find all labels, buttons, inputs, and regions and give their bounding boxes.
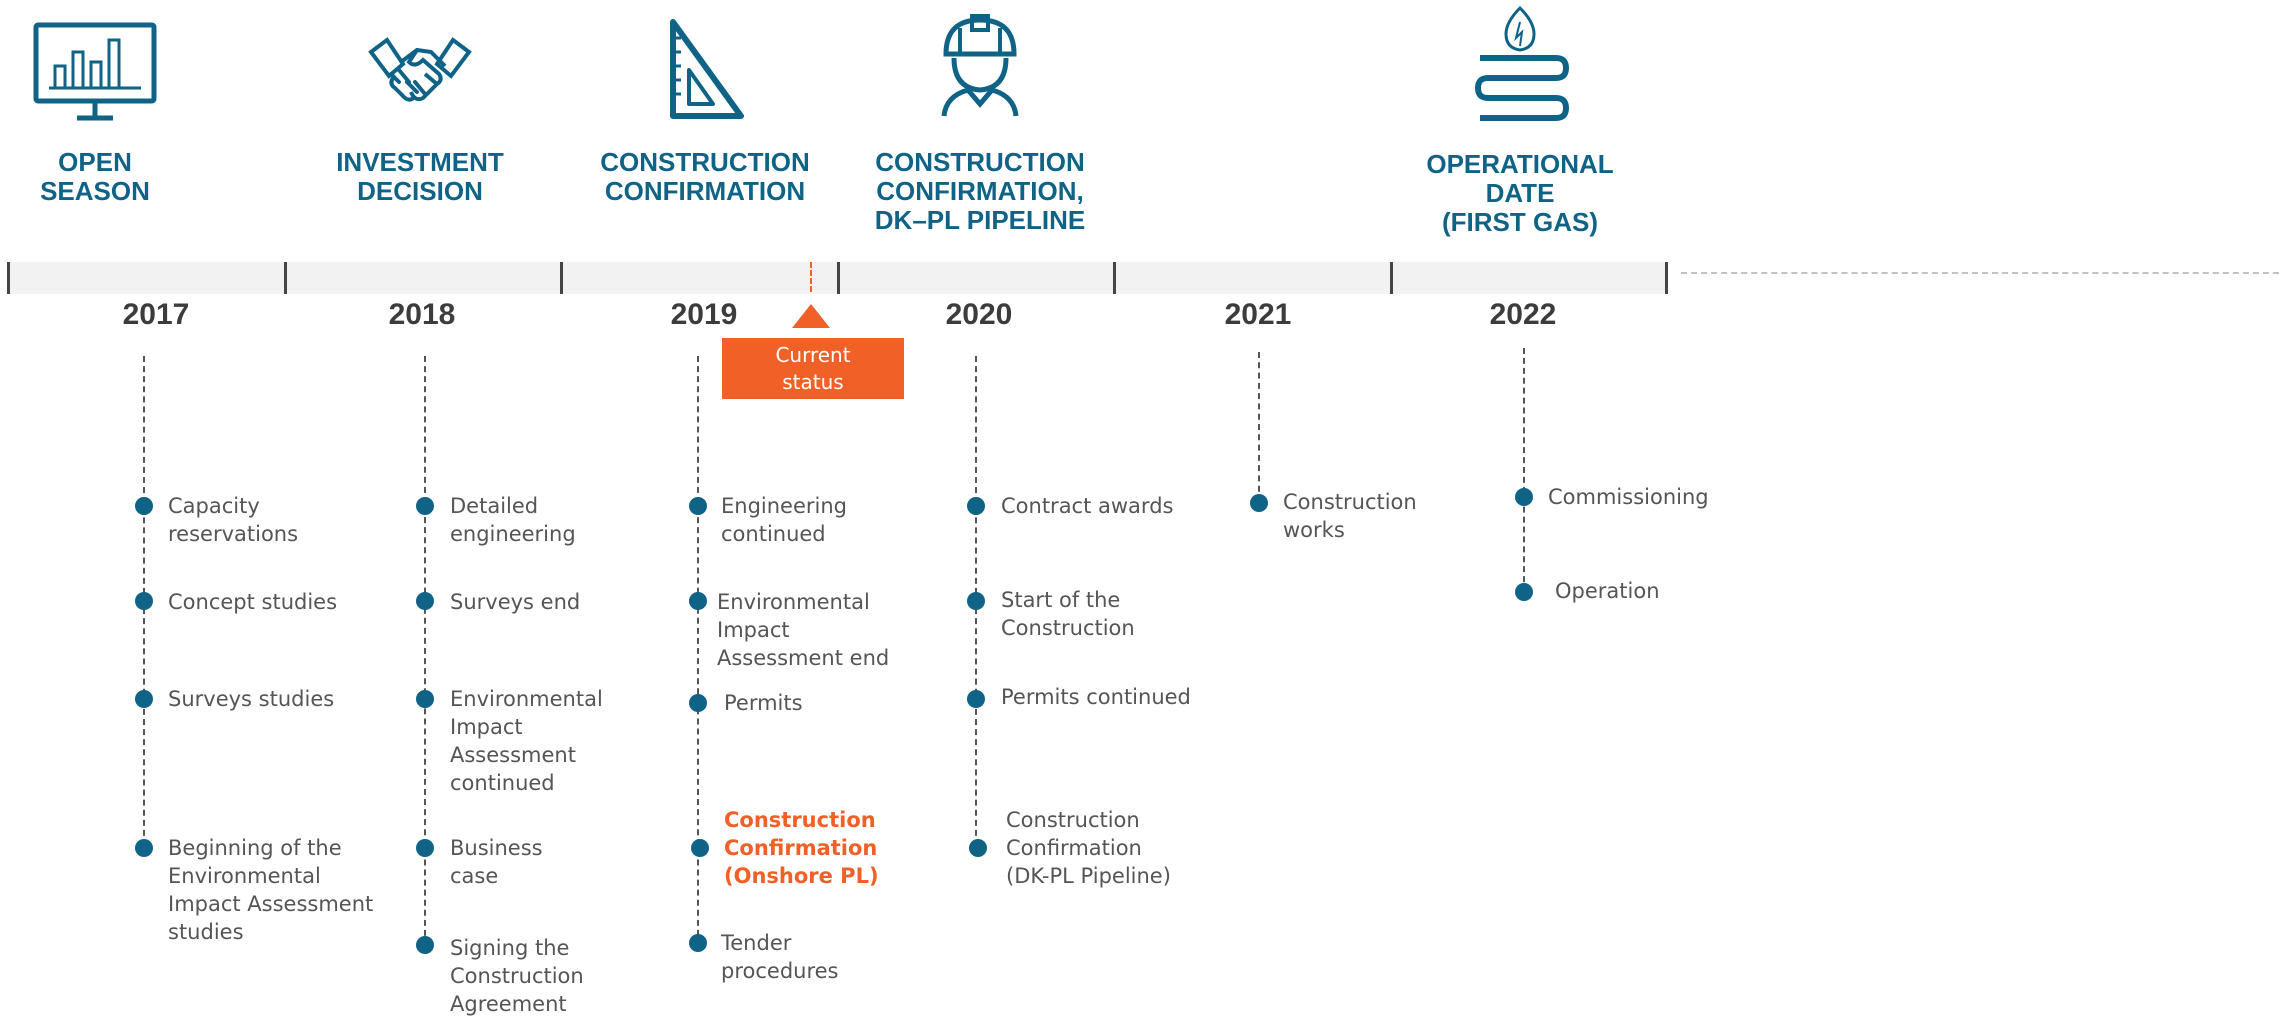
list-item: Surveys end (450, 590, 581, 614)
milestone-label: CONSTRUCTION CONFIRMATION, DK–PL PIPELIN… (874, 147, 1086, 235)
timeline-future-dashes (1681, 272, 2279, 274)
current-status-line (810, 262, 812, 292)
bullet-dot (135, 690, 153, 708)
list-item: Permits continued (1001, 685, 1191, 709)
list-item: Tender procedures (721, 931, 839, 983)
list-item: Construction works (1283, 490, 1417, 542)
list-item: Capacity reservations (168, 494, 299, 546)
milestone-open-season: OPEN SEASON (15, 22, 175, 206)
list-item: Beginning of the Environmental Impact As… (168, 836, 374, 944)
milestone-label: INVESTMENT DECISION (336, 147, 504, 206)
current-status-badge: Current status (722, 338, 904, 399)
bullet-dot (969, 839, 987, 857)
bullet-dot (416, 592, 434, 610)
list-item: Commissioning (1548, 485, 1709, 509)
column-connector (697, 356, 699, 946)
year-label: 2022 (1489, 298, 1557, 331)
year-label: 2017 (122, 298, 190, 331)
bullet-dot (1515, 488, 1533, 506)
year-label: 2019 (670, 298, 738, 331)
bullet-dot (416, 497, 434, 515)
year-label: 2021 (1224, 298, 1292, 331)
axis-tick (1113, 262, 1116, 294)
bullet-dot (135, 497, 153, 515)
bullet-dot (135, 839, 153, 857)
list-item: Environmental Impact Assessment end (717, 590, 890, 670)
column-connector (1258, 352, 1260, 502)
milestone-construction-confirmation-dkpl: CONSTRUCTION CONFIRMATION, DK–PL PIPELIN… (870, 14, 1090, 244)
bullet-dot (416, 936, 434, 954)
bullet-dot (689, 497, 707, 515)
list-item: Business case (450, 836, 543, 888)
bullet-dot (689, 694, 707, 712)
bullet-dot (967, 497, 985, 515)
bullet-dot (691, 839, 709, 857)
list-item: Construction Confirmation (DK-PL Pipelin… (1006, 808, 1171, 888)
milestone-operational-date: OPERATIONAL DATE (FIRST GAS) (1420, 4, 1620, 244)
gas-flame-pipe-icon (1420, 4, 1620, 129)
list-item: Start of the Construction (1001, 588, 1135, 640)
list-item: Permits (724, 691, 803, 715)
milestone-construction-confirmation: CONSTRUCTION CONFIRMATION (600, 18, 810, 206)
list-item: Concept studies (168, 590, 338, 614)
axis-tick (837, 262, 840, 294)
list-item: Operation (1555, 579, 1660, 603)
bullet-dot (1250, 494, 1268, 512)
year-label: 2020 (945, 298, 1013, 331)
list-item: Detailed engineering (450, 494, 576, 546)
axis-tick (1390, 262, 1393, 294)
bullet-dot (416, 839, 434, 857)
bullet-dot (967, 592, 985, 610)
axis-tick (1665, 262, 1668, 294)
bullet-dot (689, 592, 707, 610)
set-square-ruler-icon (600, 18, 810, 127)
bullet-dot (689, 934, 707, 952)
milestone-label: CONSTRUCTION CONFIRMATION (600, 147, 810, 206)
year-label: 2018 (388, 298, 456, 331)
axis-tick (7, 262, 10, 294)
list-item: Engineering continued (721, 494, 847, 546)
milestone-label: OPERATIONAL DATE (FIRST GAS) (1426, 149, 1614, 237)
bullet-dot (416, 690, 434, 708)
handshake-icon (330, 22, 510, 127)
milestone-investment-decision: INVESTMENT DECISION (330, 22, 510, 206)
list-item: Surveys studies (168, 687, 335, 711)
list-item: Environmental Impact Assessment continue… (450, 687, 603, 795)
current-status-arrow-icon (792, 304, 830, 328)
list-item: Signing the Construction Agreement (450, 936, 584, 1016)
column-connector (424, 356, 426, 946)
bullet-dot (967, 690, 985, 708)
milestone-label: OPEN SEASON (40, 147, 150, 206)
bullet-dot (1515, 583, 1533, 601)
column-connector (1523, 348, 1525, 592)
list-item-highlighted: Construction Confirmation (Onshore PL) (724, 808, 879, 888)
axis-tick (284, 262, 287, 294)
engineer-hard-hat-icon (870, 14, 1090, 123)
axis-tick (560, 262, 563, 294)
monitor-chart-icon (15, 22, 175, 127)
bullet-dot (135, 592, 153, 610)
list-item: Contract awards (1001, 494, 1174, 518)
